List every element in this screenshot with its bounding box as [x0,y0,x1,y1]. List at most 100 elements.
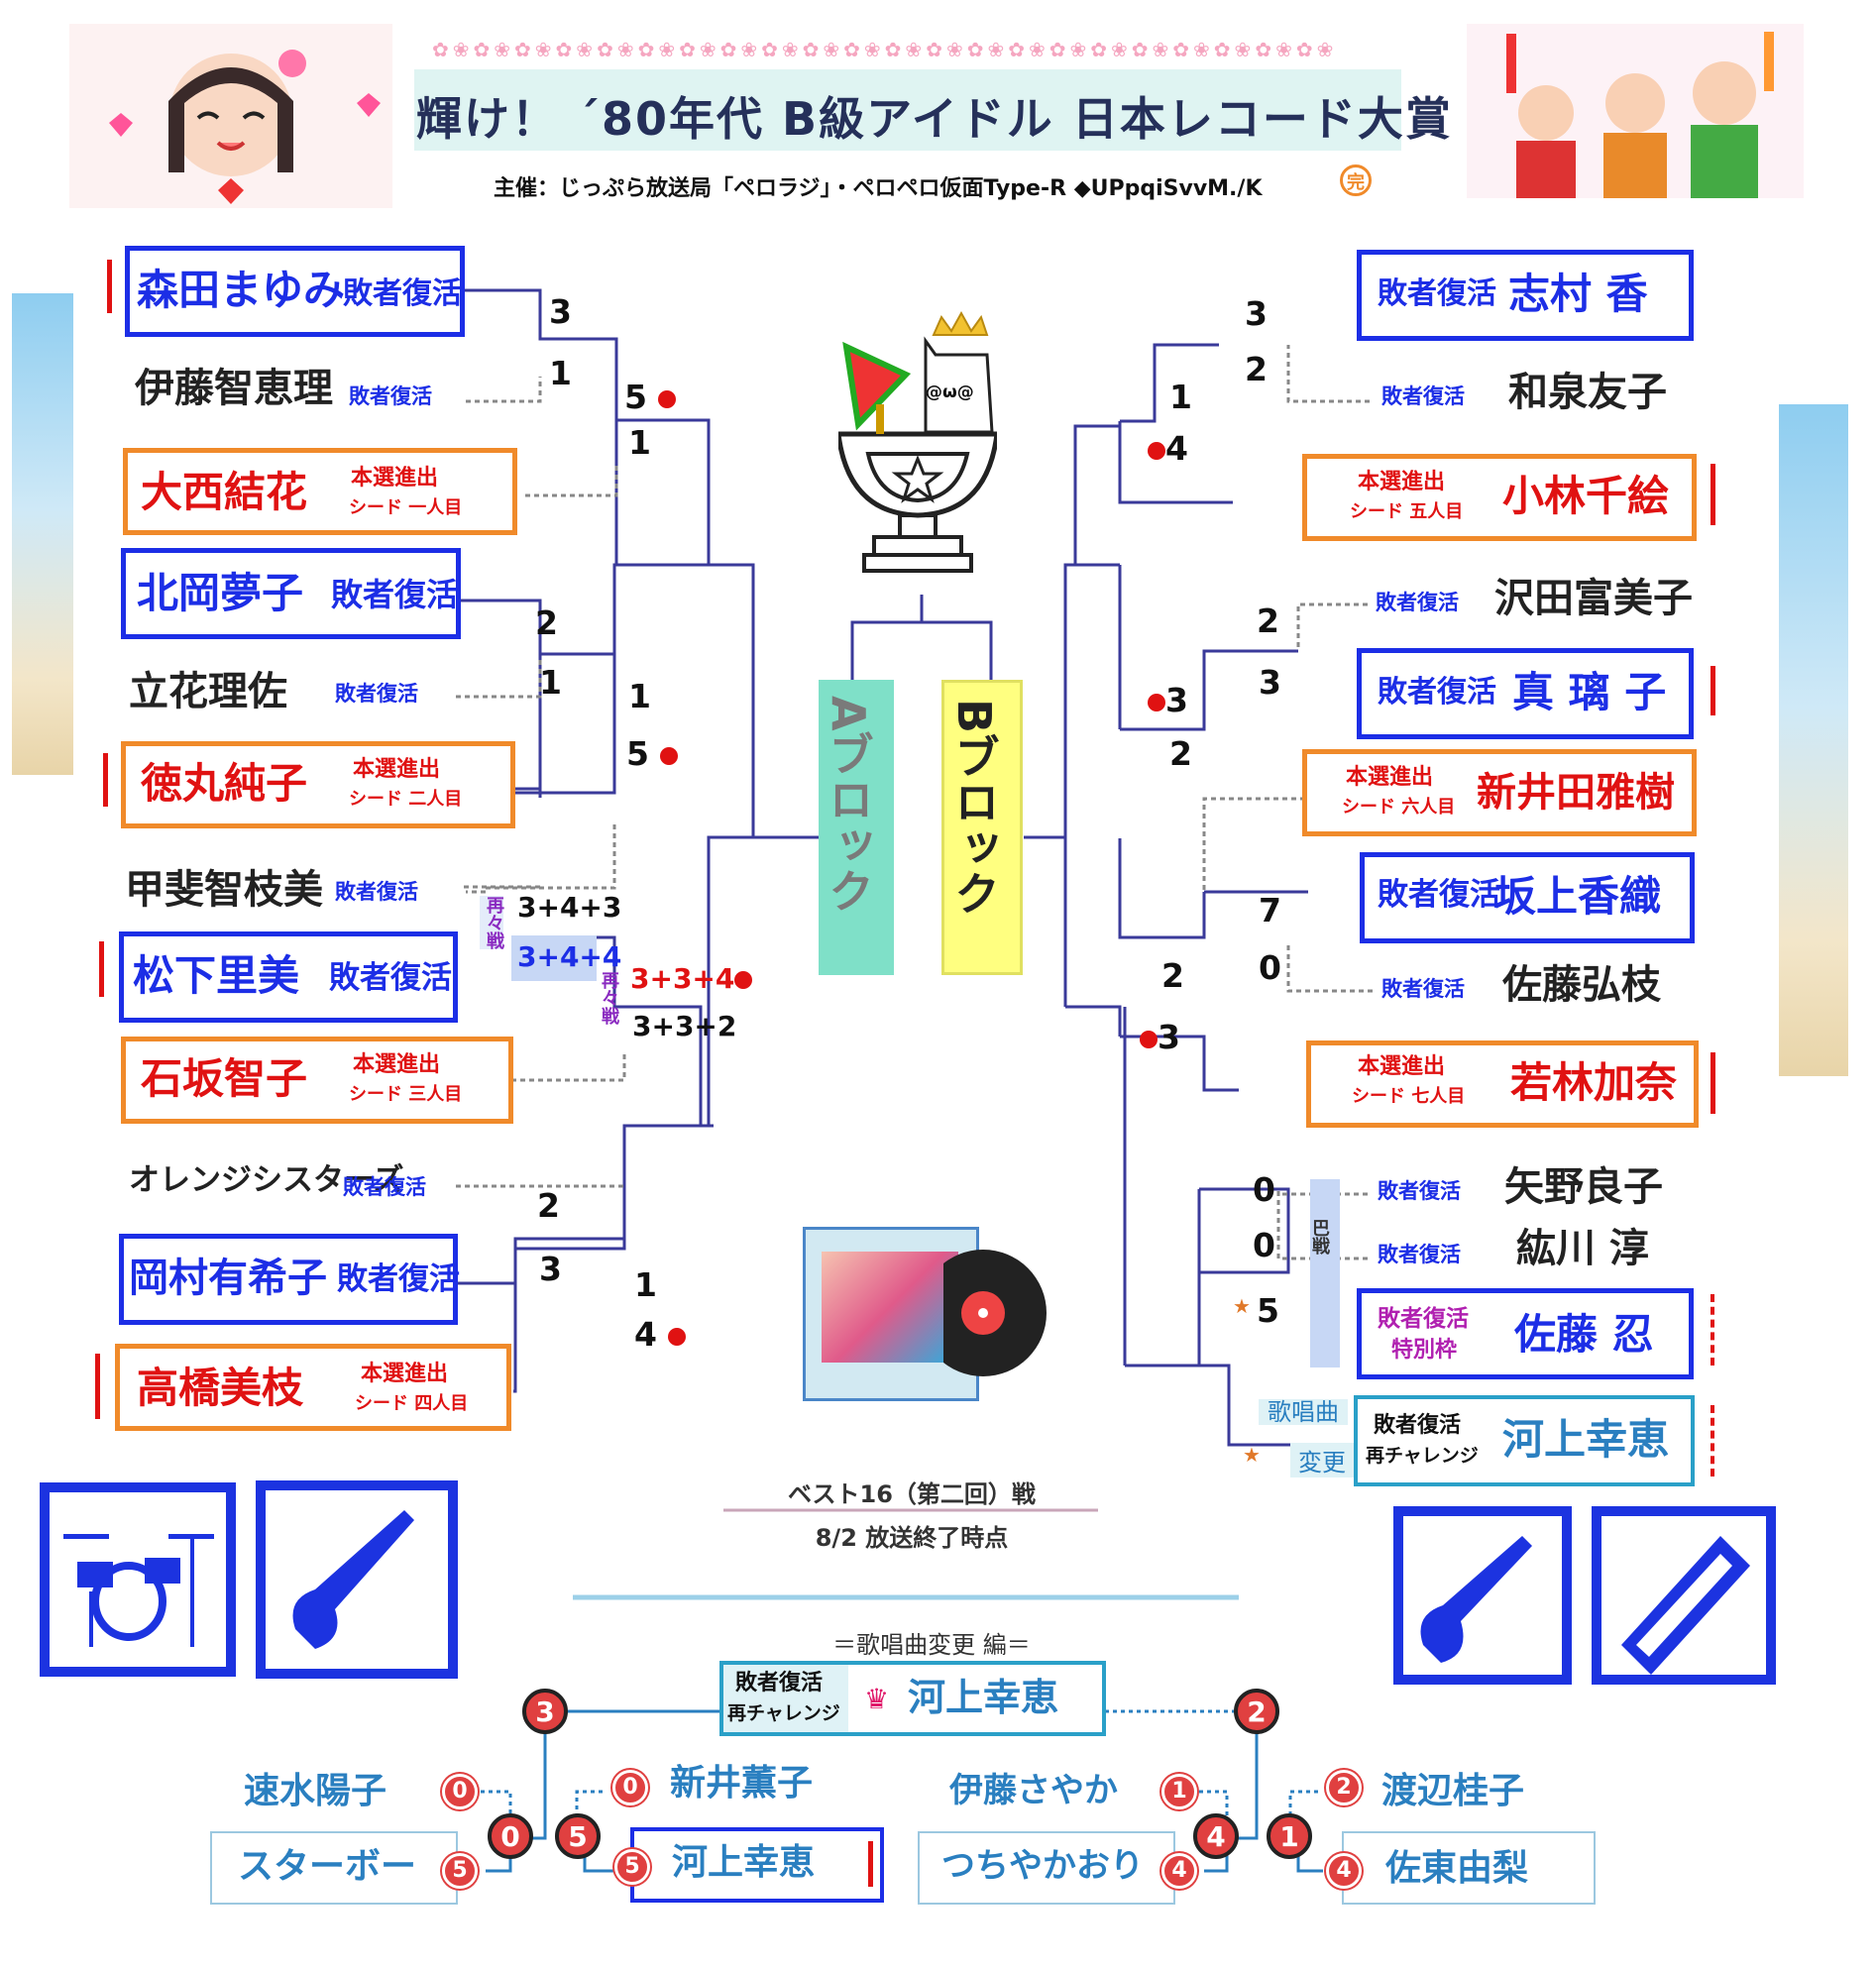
score-a-m1-top: 3 [549,292,572,331]
song-change-label-2: 変更 [1290,1443,1354,1477]
entry-a1 [125,246,465,337]
sub-player-7-name: 渡辺桂子 [1381,1771,1525,1811]
sub-player-4-score: 5 [614,1849,650,1885]
score-a-m2-bot: 1 [539,663,562,702]
sub-left-final-score: 3 [522,1689,568,1734]
entry-a6-tag2: シード 二人目 [349,789,463,810]
entry-a8 [119,931,458,1023]
entry-b11-tag: 敗者復活 [1378,1243,1461,1266]
score-b-m2-top: 2 [1257,602,1279,640]
entry-a8-name: 松下里美 [133,951,300,1000]
entry-b2-name: 和泉友子 [1508,370,1667,415]
score-a-m4-bot: 3 [539,1250,562,1288]
highlight-bar-a6 [103,753,108,807]
entry-b9-tag2: シード 七人目 [1352,1086,1466,1107]
score-a-m1-bot: 1 [549,354,572,392]
score-b-m3-bot: 0 [1259,948,1281,987]
highlight-bar-b5 [1710,666,1715,715]
entry-b7 [1360,852,1695,943]
entry-b10-tag: 敗者復活 [1378,1179,1461,1203]
entry-b5-name: 真 璃 子 [1512,668,1667,716]
sub-semi-score-b: 5 [555,1813,601,1859]
entry-a12 [115,1344,511,1431]
score-a-q3-top: 3+3+4 [630,965,753,993]
fans-illustration [1467,24,1804,198]
sub-semi-score-c: 4 [1193,1813,1239,1859]
entry-a3-name: 大西結花 [141,468,308,516]
entry-a12-name: 高橋美枝 [137,1364,304,1412]
sponsor-line: 主催：じっぷら放送局「ペロラジ」・ペロペロ仮面Type-R ◆UPpqiSvvM… [494,176,1263,201]
score-a-m3-top: 3+4+3 [517,891,622,924]
entry-b9-name: 若林加奈 [1510,1058,1678,1107]
idol-illustration [69,24,392,208]
score-a-q2-top: 1 [628,677,651,715]
entry-b7-name: 坂上香織 [1494,872,1662,921]
sub-player-6-box [918,1831,1175,1905]
beach-image-left [12,293,73,775]
entry-b1 [1357,250,1694,341]
score-a-m4-top: 2 [537,1186,560,1225]
sub-player-1-name: 速水陽子 [244,1771,387,1811]
entry-a9-tag2: シード 三人目 [349,1084,463,1105]
entry-a3 [123,448,517,535]
sponsor-mark-icon: 完 [1340,164,1372,196]
entry-b3-tag2: シード 五人目 [1350,501,1464,522]
sub-player-3-score: 0 [612,1770,648,1805]
entry-a11-name: 岡村有希子 [129,1256,327,1301]
entry-b13-tag1: 敗者復活 [1374,1413,1462,1438]
entry-b12-tag2: 特別枠 [1391,1338,1458,1363]
entry-a5-name: 立花理佐 [129,669,287,714]
star-icon-2: ★ [1233,1294,1251,1318]
entry-b4-name: 沢田富美子 [1494,576,1693,621]
title-banner [414,69,1401,151]
entry-b5 [1357,648,1694,739]
entry-b13 [1354,1395,1695,1486]
entry-b13-name: 河上幸恵 [1502,1415,1670,1464]
entry-b12-name: 佐藤 忍 [1514,1310,1654,1359]
entry-a11 [119,1234,458,1325]
score-a-q3-bot: 3+3+2 [632,1010,737,1042]
win-dot [660,746,679,765]
dashed-marker-b12 [1710,1294,1714,1366]
beach-image-right [1779,404,1848,1076]
drums-icon [40,1482,236,1677]
entry-a12-tag1: 本選進出 [361,1362,449,1386]
entry-a2-tag: 敗者復活 [349,384,432,408]
sub-player-6-name: つちやかおり [941,1846,1144,1886]
entry-b8-name: 佐藤弘枝 [1502,962,1661,1008]
score-b-m1-bot: 2 [1245,350,1268,388]
score-b-q2-bot: 2 [1169,734,1192,773]
score-b-q2-top: 3 [1148,684,1188,716]
score-a-m2-top: 2 [535,603,558,642]
sub-champion-tag1: 敗者復活 [735,1671,824,1696]
sub-player-4-box [630,1827,884,1903]
replay-badge-2: 再々戦 [599,971,619,1025]
score-a-q4-top: 1 [634,1265,657,1304]
score-b-q1-bot: 4 [1148,432,1188,465]
entry-a4-name: 北岡夢子 [137,569,304,617]
entry-b1-tag: 敗者復活 [1378,276,1496,311]
score-a-m3-bot-bg [511,935,597,981]
entry-b3-tag1: 本選進出 [1358,470,1446,494]
entry-b9 [1306,1040,1699,1128]
entry-a10-name: オレンジシスターズ [129,1162,404,1198]
entry-a3-tag2: シード 一人目 [349,497,463,518]
sub-player-4-name: 河上幸恵 [672,1842,816,1883]
win-dot [1140,1030,1158,1048]
crown-icon: ♛ [864,1683,890,1715]
vinyl-record-icon [920,1239,1048,1387]
highlight-bar-a8 [99,941,104,997]
entry-b12-tag1: 敗者復活 [1378,1306,1469,1332]
highlight-bar-b3 [1710,464,1715,525]
sub-player-2-score: 5 [442,1853,478,1889]
entry-b9-tag1: 本選進出 [1358,1054,1446,1079]
highlight-bar-sub [868,1841,873,1887]
score-b-m4-b: 0 [1253,1226,1275,1264]
win-dot [658,389,677,408]
entry-b6 [1302,749,1697,836]
score-a-q1-top: 5 [624,381,677,413]
entry-b6-tag1: 本選進出 [1346,765,1434,790]
sub-champion-tag2: 再チャレンジ [727,1702,840,1724]
tomoe-badge: 巴戦 [1309,1179,1340,1367]
entry-a11-tag: 敗者復活 [337,1261,460,1297]
